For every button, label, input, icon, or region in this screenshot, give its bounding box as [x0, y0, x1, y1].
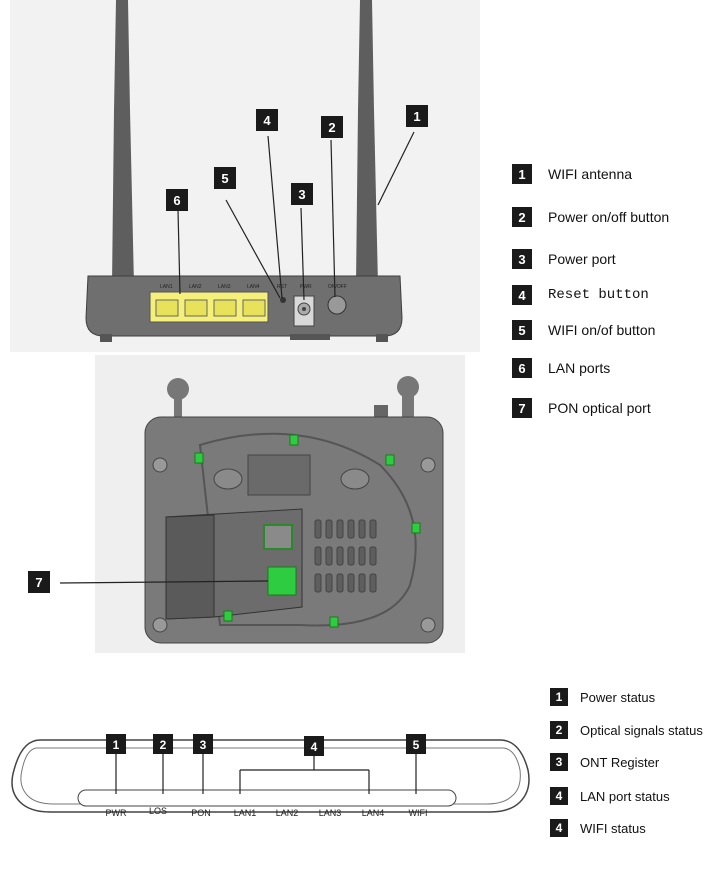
svg-text:4: 4	[263, 113, 271, 128]
port-label-lan4: LAN4	[247, 284, 260, 290]
status-legend-item-2: 2 Optical signals status	[550, 721, 703, 739]
legend-item-4: 4 Reset button	[512, 285, 649, 305]
reset-hole	[280, 297, 286, 303]
front-callout-5: 5	[406, 734, 426, 754]
svg-text:5: 5	[413, 738, 420, 752]
front-callout-3: 3	[193, 734, 213, 754]
legend-label: Reset button	[548, 287, 649, 303]
port-label-pwr: PWR	[300, 284, 312, 290]
front-callout-4: 4	[304, 736, 324, 756]
legend-item-2: 2 Power on/off button	[512, 207, 669, 227]
legend-label: Power status	[580, 689, 656, 705]
status-legend-item-3: 3 ONT Register	[550, 753, 659, 771]
front-panel-diagram: PWR LOS PON LAN1 LAN2 LAN3 LAN4 WIFI 1 2…	[11, 734, 530, 818]
legend-badge: 1	[512, 164, 532, 184]
svg-text:1: 1	[113, 738, 120, 752]
legend-item-1: 1 WIFI antenna	[512, 164, 632, 184]
status-legend-item-1: 1 Power status	[550, 688, 655, 706]
legend-label: Optical signals status	[580, 722, 703, 738]
legend-item-7: 7 PON optical port	[512, 398, 651, 418]
port-label-lan1: LAN1	[160, 284, 173, 290]
legend-item-3: 3 Power port	[512, 249, 616, 269]
legend-label: PON optical port	[548, 400, 651, 416]
svg-text:5: 5	[221, 171, 228, 186]
legend-badge: 4	[550, 819, 568, 837]
legend-label: LAN port status	[580, 788, 670, 804]
svg-text:7: 7	[35, 575, 42, 590]
led-strip	[77, 789, 457, 807]
svg-text:6: 6	[173, 193, 180, 208]
port-label-lan3: LAN3	[218, 284, 231, 290]
status-legend-item-5: 4 WIFI status	[550, 819, 646, 837]
legend-label: WIFI status	[580, 820, 646, 836]
legend-label: WIFI antenna	[548, 166, 633, 182]
rear-callout-5: 5	[214, 167, 236, 189]
legend-badge: 4	[550, 787, 568, 805]
legend-item-6: 6 LAN ports	[512, 358, 610, 378]
svg-text:3: 3	[298, 187, 305, 202]
bottom-callout-7: 7	[28, 571, 50, 593]
led-label-lan1: LAN1	[234, 808, 257, 818]
legend-item-5: 5 WIFI on/of button	[512, 320, 655, 340]
front-callout-1: 1	[106, 734, 126, 754]
legend-badge: 1	[550, 688, 568, 706]
legend-badge: 6	[512, 358, 532, 378]
port-label-onoff: ON/OFF	[328, 284, 347, 290]
legend-label: Power on/off button	[548, 209, 670, 225]
legend-label: WIFI on/of button	[548, 322, 656, 338]
status-legend-item-4: 4 LAN port status	[550, 787, 670, 805]
legend-label: ONT Register	[580, 754, 660, 770]
legend-label: LAN ports	[548, 360, 611, 376]
legend-badge: 7	[512, 398, 532, 418]
svg-text:1: 1	[413, 109, 420, 124]
legend-badge: 4	[512, 285, 532, 305]
legend-badge: 2	[512, 207, 532, 227]
svg-text:2: 2	[160, 738, 167, 752]
rear-callout-2: 2	[321, 116, 343, 138]
legend-badge: 3	[512, 249, 532, 269]
front-callout-2: 2	[153, 734, 173, 754]
power-port	[293, 295, 315, 327]
pon-optical-port	[267, 566, 297, 596]
led-label-los: LOS	[149, 806, 167, 816]
led-label-lan2: LAN2	[276, 808, 299, 818]
bottom-view-diagram: 7	[28, 355, 465, 653]
legend-label: Power port	[548, 251, 616, 267]
led-label-pon: PON	[191, 808, 211, 818]
port-label-rst: RST	[277, 284, 287, 290]
svg-text:2: 2	[328, 120, 335, 135]
legend-badge: 5	[512, 320, 532, 340]
rear-view-diagram: LAN1 LAN2 LAN3 LAN4 RST PWR ON/OFF 6 5 4…	[10, 0, 480, 352]
svg-text:3: 3	[200, 738, 207, 752]
lan-ports	[149, 291, 269, 323]
port-label-lan2: LAN2	[189, 284, 202, 290]
legend-badge: 3	[550, 753, 568, 771]
led-label-pwr: PWR	[106, 808, 127, 818]
led-label-lan3: LAN3	[319, 808, 342, 818]
rear-callout-6: 6	[166, 189, 188, 211]
led-label-lan4: LAN4	[362, 808, 385, 818]
rear-callout-4: 4	[256, 109, 278, 131]
rear-callout-3: 3	[291, 183, 313, 205]
svg-text:4: 4	[311, 740, 318, 754]
legend-badge: 2	[550, 721, 568, 739]
led-label-wifi: WIFI	[409, 808, 428, 818]
rear-callout-1: 1	[406, 105, 428, 127]
power-button	[327, 295, 347, 315]
